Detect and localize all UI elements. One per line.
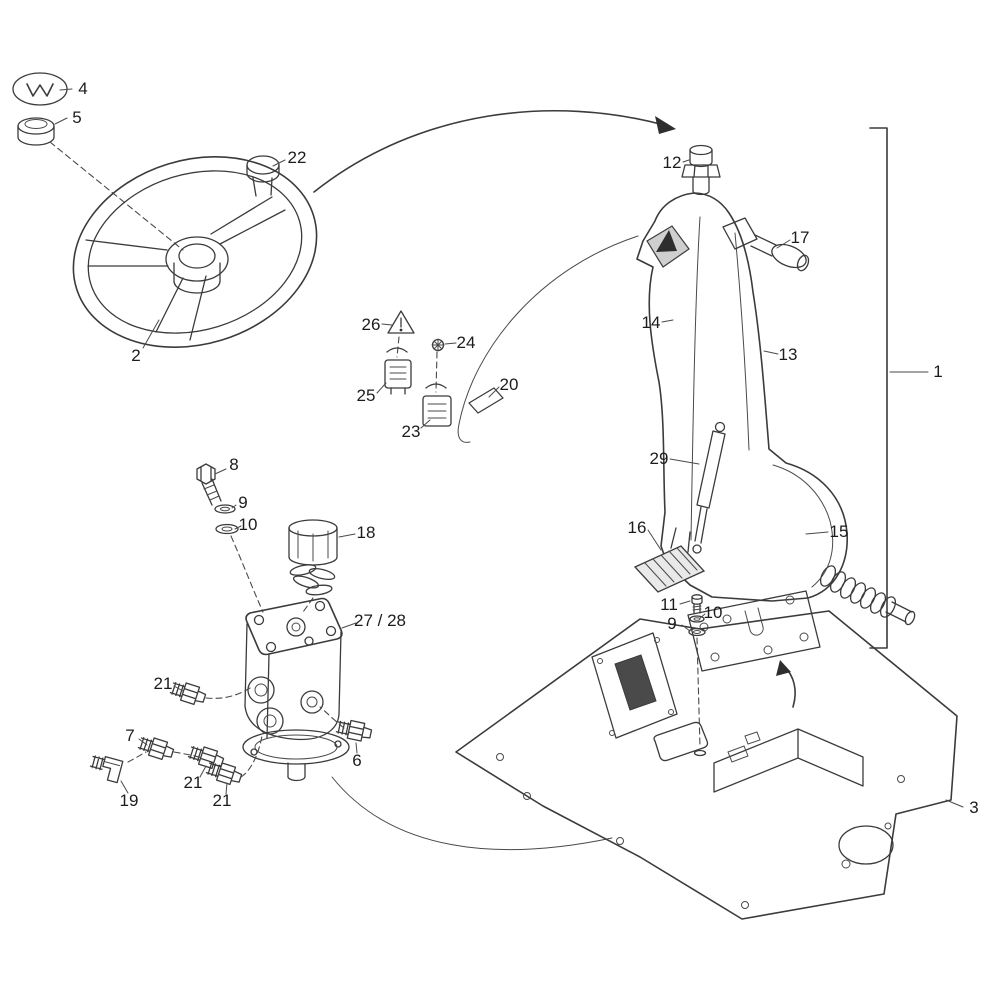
part-label-25: 25 bbox=[357, 386, 376, 405]
housing-part-15 bbox=[772, 464, 834, 588]
warning-label-part-26 bbox=[387, 310, 415, 334]
part-label-20: 20 bbox=[500, 375, 519, 394]
part-label-7: 7 bbox=[125, 726, 134, 745]
cap-part-12 bbox=[681, 144, 721, 196]
fitting-part-21-b bbox=[187, 746, 225, 770]
part-labels: 4 5 22 2 26 24 25 20 23 12 17 14 13 1 29… bbox=[72, 79, 978, 817]
assembly-arrow-top bbox=[313, 110, 676, 193]
part-label-17: 17 bbox=[791, 228, 810, 247]
plug-part-5 bbox=[17, 117, 184, 251]
part-label-9-left: 9 bbox=[238, 493, 247, 512]
assembly-arrow-plate bbox=[776, 660, 796, 708]
leader-lines bbox=[54, 88, 964, 808]
part-label-3: 3 bbox=[969, 798, 978, 817]
part-label-10-right: 10 bbox=[704, 603, 723, 622]
pedal-part-16 bbox=[633, 527, 706, 593]
lever-part-17 bbox=[722, 217, 810, 272]
part-label-26: 26 bbox=[362, 315, 381, 334]
knob-part-22 bbox=[246, 155, 280, 197]
part-label-11: 11 bbox=[660, 595, 678, 614]
cable-line bbox=[331, 235, 639, 851]
part-label-14: 14 bbox=[642, 313, 661, 332]
part-label-19: 19 bbox=[120, 791, 139, 810]
part-label-15: 15 bbox=[830, 522, 849, 541]
fitting-part-7 bbox=[137, 737, 175, 761]
steering-column-assembly bbox=[633, 144, 916, 626]
bolt-part-8 bbox=[196, 463, 222, 506]
part-label-8: 8 bbox=[229, 455, 238, 474]
coil-hose bbox=[819, 565, 916, 626]
washer-part-9-left bbox=[214, 504, 236, 514]
hardware-right bbox=[688, 594, 707, 757]
washer-part-10-right bbox=[689, 615, 705, 623]
part-label-5: 5 bbox=[72, 108, 81, 127]
part-label-16: 16 bbox=[628, 518, 647, 537]
part-label-10-left: 10 bbox=[239, 515, 258, 534]
gas-strut-part-29 bbox=[692, 421, 726, 554]
part-label-21-b: 21 bbox=[184, 773, 203, 792]
part-label-23: 23 bbox=[402, 422, 421, 441]
part-label-22: 22 bbox=[288, 148, 307, 167]
part-label-13: 13 bbox=[779, 345, 798, 364]
column-shell-part-13 bbox=[636, 192, 848, 602]
plate-part-20 bbox=[468, 387, 504, 414]
hardware-left bbox=[196, 463, 264, 613]
part-label-4: 4 bbox=[78, 79, 87, 98]
small-parts-cluster bbox=[384, 310, 504, 427]
part-label-1: 1 bbox=[933, 362, 942, 381]
part-label-27-28: 27 / 28 bbox=[354, 611, 406, 630]
connector-part-23 bbox=[422, 383, 452, 427]
brand-logo-icon bbox=[26, 83, 54, 97]
part-label-18: 18 bbox=[357, 523, 376, 542]
column-front-part-14 bbox=[690, 216, 701, 541]
screw-part-24 bbox=[431, 338, 445, 352]
elbow-fitting-part-19 bbox=[89, 755, 124, 784]
part-label-12: 12 bbox=[663, 153, 682, 172]
part-label-21-a: 21 bbox=[154, 674, 173, 693]
part-label-29: 29 bbox=[650, 449, 669, 468]
part-label-21-c: 21 bbox=[213, 791, 232, 810]
floor-plate-part-3 bbox=[455, 610, 958, 920]
mounting-plate bbox=[687, 590, 821, 672]
part-label-24: 24 bbox=[457, 333, 476, 352]
seal-kit-part-18 bbox=[288, 519, 338, 613]
fitting-part-21-c bbox=[205, 762, 243, 786]
bracket-part-1 bbox=[869, 127, 888, 649]
clip-part-25 bbox=[384, 347, 412, 395]
steering-unit-part-27-28 bbox=[242, 597, 350, 782]
washer-part-10-left bbox=[215, 523, 239, 535]
part-label-2: 2 bbox=[131, 346, 140, 365]
cap-part-4 bbox=[12, 72, 68, 106]
fitting-part-6 bbox=[335, 719, 373, 742]
screw-part-11 bbox=[691, 594, 703, 614]
steering-wheel-part-2 bbox=[72, 155, 318, 348]
part-label-9-right: 9 bbox=[667, 614, 676, 633]
recess-arrow-icon bbox=[656, 230, 677, 252]
part-label-6: 6 bbox=[352, 751, 361, 770]
fitting-part-21-a bbox=[169, 682, 207, 706]
fittings bbox=[89, 682, 373, 786]
